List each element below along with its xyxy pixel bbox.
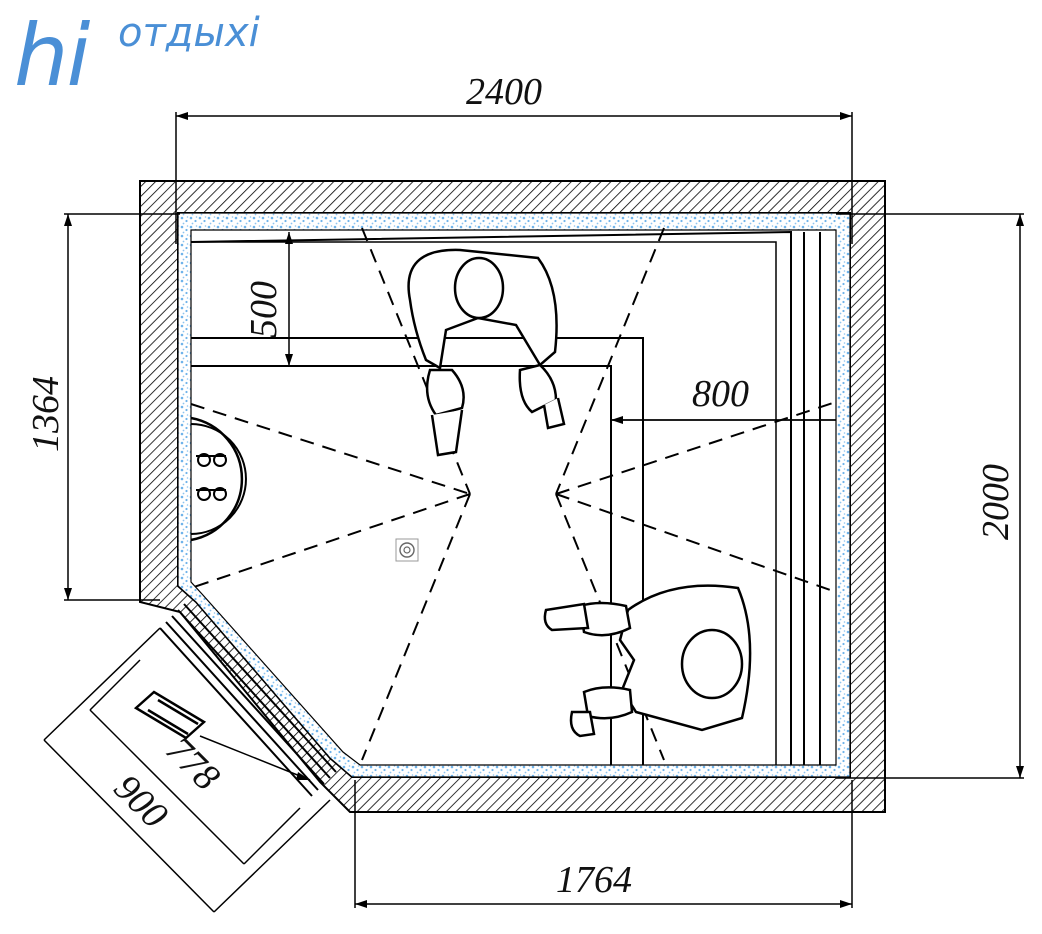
dim-top-width: 2400: [466, 71, 542, 113]
inner-wall: [191, 241, 777, 765]
dimension-lines: [64, 112, 1024, 908]
person-icon: [543, 584, 752, 738]
dim-door-outer: 900: [106, 767, 176, 837]
dimension-arrows: [64, 112, 1024, 908]
insulation-layer: [177, 212, 851, 778]
dim-right-height: 2000: [975, 464, 1017, 540]
brand-logo: hi отдыхi: [14, 6, 260, 106]
logo-sub: отдыхi: [118, 10, 260, 56]
sink-icon: [190, 416, 247, 542]
person-icon: [407, 248, 566, 457]
dim-bench-upper: 500: [243, 281, 285, 338]
door-handle-icon: [133, 690, 207, 740]
dim-bottom-width: 1764: [556, 859, 632, 901]
dim-bench-right: 800: [692, 373, 749, 415]
dashed-sightlines: [190, 227, 837, 761]
floor-drain-icon: [395, 538, 419, 562]
dim-left-height: 1364: [25, 376, 67, 452]
door: [43, 603, 337, 913]
faucet-icon: [196, 453, 227, 501]
logo-main: hi: [14, 6, 90, 106]
